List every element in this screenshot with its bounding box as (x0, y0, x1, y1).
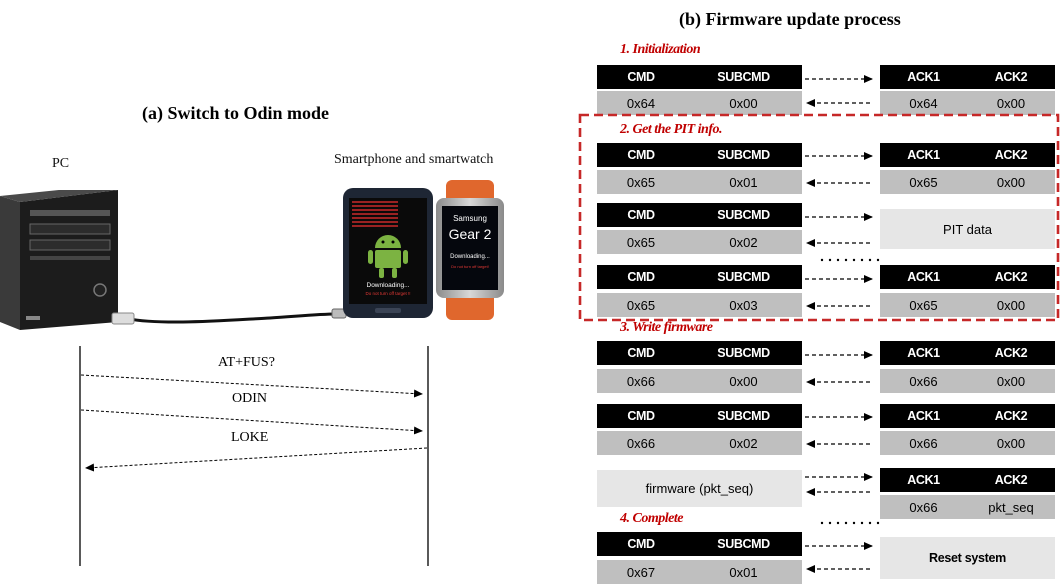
panel-a-title: (a) Switch to Odin mode (142, 103, 330, 123)
subcmd-header: SUBCMD (685, 265, 802, 289)
msg-odin: ODIN (232, 391, 267, 406)
subcmd-header: SUBCMD (685, 143, 802, 167)
subcmd-header: SUBCMD (685, 532, 802, 556)
ack1-value: 0x64 (880, 91, 967, 115)
firmware-packet-box: firmware (pkt_seq) (597, 470, 802, 507)
watch-brand-text: Samsung (453, 214, 487, 223)
cmd-header: CMD (597, 265, 685, 289)
subcmd-value: 0x00 (685, 91, 802, 115)
ack1-header: ACK1 (880, 468, 967, 492)
reset-system-box: Reset system (880, 537, 1055, 579)
step-complete: 4. Complete (620, 511, 683, 526)
ack1-value: 0x66 (880, 431, 967, 455)
pc-label: PC (52, 156, 70, 171)
phone-screen: Downloading... Do not turn off target !! (349, 198, 427, 304)
panel-b-title: (b) Firmware update process (679, 9, 901, 29)
ack1-value: 0x65 (880, 170, 967, 194)
subcmd-header: SUBCMD (685, 404, 802, 428)
cmd-header: CMD (597, 203, 685, 227)
subcmd-header: SUBCMD (685, 65, 802, 89)
step-get-pit-info: 2. Get the PIT info. (620, 122, 723, 137)
subcmd-header: SUBCMD (685, 341, 802, 365)
cmd-value: 0x66 (597, 369, 685, 393)
watch-screen: Samsung Gear 2 Downloading... Do not tur… (442, 206, 498, 290)
msg-at-fus: AT+FUS? (218, 355, 275, 370)
phone-downloading-text: Downloading... (366, 282, 410, 289)
cmd-value: 0x64 (597, 91, 685, 115)
phone-warning-text: Do not turn off target !! (365, 291, 411, 296)
step-write-firmware: 3. Write firmware (620, 320, 713, 335)
watch-model-text: Gear 2 (448, 226, 492, 242)
phone-screen-log (352, 201, 398, 227)
ack2-value: 0x00 (967, 293, 1055, 317)
subcmd-value: 0x01 (685, 170, 802, 194)
ack2-value: 0x00 (967, 170, 1055, 194)
phone-home-button (375, 308, 401, 313)
subcmd-value: 0x02 (685, 431, 802, 455)
cmd-header: CMD (597, 532, 685, 556)
ack1-value: 0x66 (880, 495, 967, 519)
cmd-header: CMD (597, 65, 685, 89)
ack1-value: 0x66 (880, 369, 967, 393)
ack1-header: ACK1 (880, 65, 967, 89)
subcmd-value: 0x00 (685, 369, 802, 393)
msg-loke: LOKE (231, 430, 269, 445)
protocol-arrows (578, 75, 1060, 573)
usb-cable-icon (111, 308, 347, 325)
arrow-at-fus (80, 374, 423, 398)
cmd-value: 0x65 (597, 230, 685, 254)
ack2-header: ACK2 (967, 341, 1055, 365)
subcmd-header: SUBCMD (685, 203, 802, 227)
subcmd-value: 0x02 (685, 230, 802, 254)
step-initialization: 1. Initialization (620, 42, 701, 57)
cmd-value: 0x65 (597, 170, 685, 194)
android-robot-icon (368, 235, 408, 278)
cmd-value: 0x67 (597, 560, 685, 584)
ack1-value: 0x65 (880, 293, 967, 317)
devices-label: Smartphone and smartwatch (334, 152, 494, 167)
ack1-header: ACK1 (880, 404, 967, 428)
arrow-loke (85, 447, 428, 472)
ack2-header: ACK2 (967, 65, 1055, 89)
cmd-value: 0x65 (597, 293, 685, 317)
pit-data-box: PIT data (880, 209, 1055, 249)
ack1-header: ACK1 (880, 341, 967, 365)
ack2-value: 0x00 (967, 369, 1055, 393)
ack1-header: ACK1 (880, 265, 967, 289)
ack2-header: ACK2 (967, 265, 1055, 289)
subcmd-value: 0x01 (685, 560, 802, 584)
watch-downloading-text: Downloading... (450, 254, 490, 260)
cmd-header: CMD (597, 404, 685, 428)
smartwatch-icon: Samsung Gear 2 Downloading... Do not tur… (436, 198, 504, 298)
sequence-diagram (79, 346, 429, 566)
ack2-value: 0x00 (967, 91, 1055, 115)
ack2-header: ACK2 (967, 404, 1055, 428)
watch-warning-text: Do not turn off target! (451, 264, 489, 269)
ack2-header: ACK2 (967, 143, 1055, 167)
ack2-header: ACK2 (967, 468, 1055, 492)
ack2-value: pkt_seq (967, 495, 1055, 519)
arrow-odin (80, 409, 423, 435)
ack1-header: ACK1 (880, 143, 967, 167)
cmd-value: 0x66 (597, 431, 685, 455)
cmd-header: CMD (597, 143, 685, 167)
smartphone-icon: Downloading... Do not turn off target !! (343, 188, 433, 318)
ack2-value: 0x00 (967, 431, 1055, 455)
watch-strap-top (446, 180, 494, 202)
subcmd-value: 0x03 (685, 293, 802, 317)
cmd-header: CMD (597, 341, 685, 365)
pc-tower-icon (0, 190, 118, 330)
pit-info-highlight-box (578, 113, 1060, 322)
watch-strap-bottom (446, 296, 494, 320)
